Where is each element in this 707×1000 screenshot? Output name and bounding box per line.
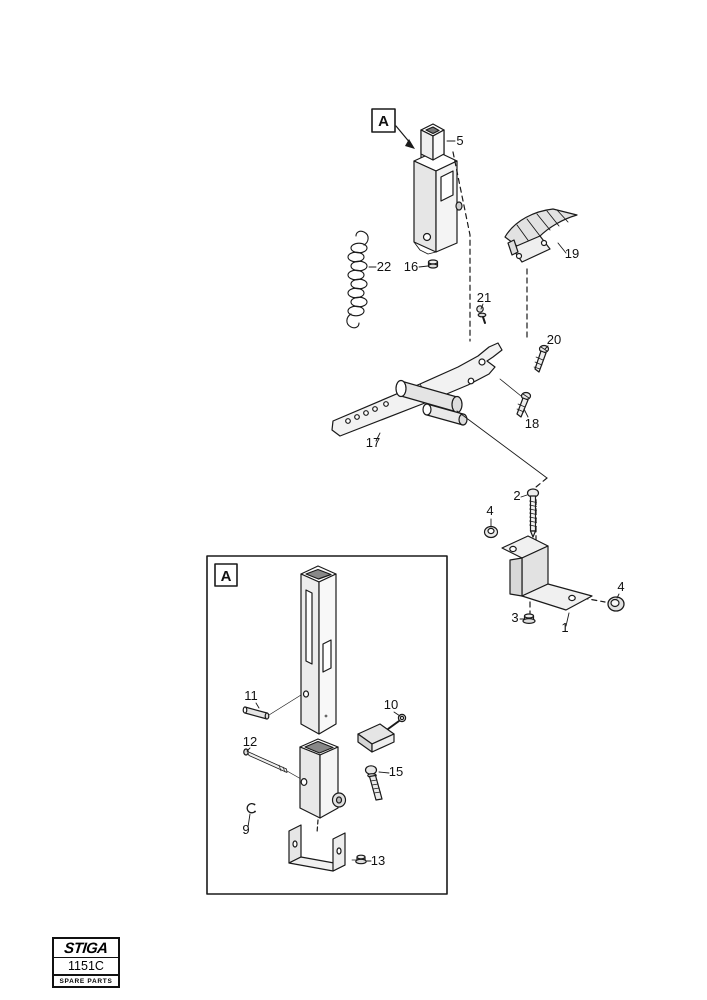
part-label-2: 2 bbox=[513, 488, 520, 503]
part-4-washer-left bbox=[483, 525, 499, 539]
brand-name: STIGA bbox=[63, 940, 109, 957]
part-13-nut bbox=[355, 854, 367, 865]
part-label-20: 20 bbox=[547, 332, 561, 347]
assembly-axis-lines bbox=[452, 151, 606, 614]
part-11-pin bbox=[242, 694, 302, 720]
part-2-screw bbox=[526, 488, 540, 538]
inset-axis-line bbox=[316, 819, 319, 834]
inset-u-bracket bbox=[288, 824, 358, 872]
detail-a-label-inset: A bbox=[221, 568, 232, 585]
stiga-logo-block: STIGA 1151C SPARE PARTS bbox=[52, 937, 120, 988]
detail-a-label-main: A bbox=[378, 113, 389, 130]
part-label-17: 17 bbox=[366, 435, 380, 450]
part-4-cap-right bbox=[607, 596, 625, 612]
part-15-bolt bbox=[364, 765, 383, 801]
part-label-4-right: 4 bbox=[617, 579, 624, 594]
part-label-22: 22 bbox=[377, 259, 391, 274]
label-leader-lines bbox=[246, 140, 620, 862]
part-5-shaft-assembly bbox=[413, 123, 463, 255]
part-9-circlip bbox=[246, 802, 256, 814]
part-10-clamp-nut bbox=[357, 713, 407, 753]
part-label-13: 13 bbox=[371, 853, 385, 868]
inset-clevis-block bbox=[299, 738, 347, 819]
part-label-12: 12 bbox=[243, 734, 257, 749]
spare-parts-caption: SPARE PARTS bbox=[54, 974, 118, 986]
model-number: 1151C bbox=[54, 957, 118, 974]
part-17-pedal-arm bbox=[331, 342, 548, 479]
part-1-bracket bbox=[501, 535, 593, 611]
part-label-11: 11 bbox=[244, 688, 258, 703]
part-label-5: 5 bbox=[456, 133, 463, 148]
part-20-screw bbox=[533, 344, 550, 373]
part-label-19: 19 bbox=[565, 246, 579, 261]
part-label-18: 18 bbox=[525, 416, 539, 431]
part-label-10: 10 bbox=[384, 697, 398, 712]
part-label-4-left: 4 bbox=[486, 503, 493, 518]
part-12-screw bbox=[243, 748, 302, 780]
part-label-21: 21 bbox=[477, 290, 491, 305]
detail-a-callout bbox=[371, 108, 415, 149]
part-label-16: 16 bbox=[404, 259, 418, 274]
part-18-screw bbox=[516, 391, 532, 418]
part-3-nut bbox=[522, 613, 536, 624]
part-22-spring bbox=[346, 230, 369, 329]
part-label-9: 9 bbox=[242, 822, 249, 837]
inset-square-tube bbox=[300, 565, 337, 735]
part-label-1: 1 bbox=[561, 620, 568, 635]
part-16-nut bbox=[427, 259, 439, 269]
part-19-pedal-pad bbox=[504, 208, 578, 263]
part-label-3: 3 bbox=[511, 610, 518, 625]
part-label-15: 15 bbox=[389, 764, 403, 779]
